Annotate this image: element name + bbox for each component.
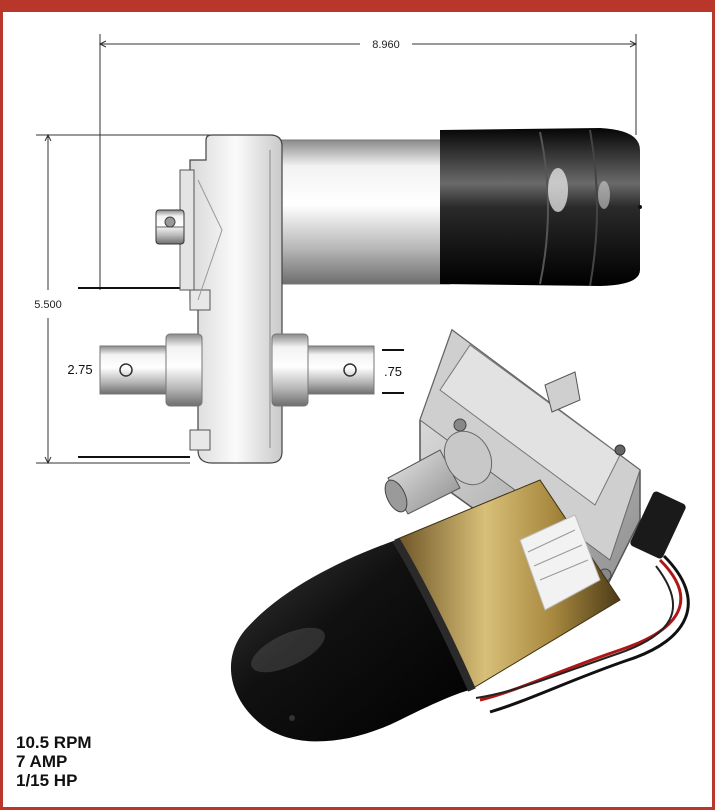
spec-hp: 1/15 HP bbox=[16, 771, 78, 790]
spec-rpm: 10.5 RPM bbox=[16, 733, 92, 752]
motor-specs: 10.5 RPM 7 AMP 1/15 HP bbox=[16, 733, 92, 790]
motor-product-photo bbox=[230, 328, 690, 742]
spec-amp: 7 AMP bbox=[16, 752, 68, 771]
height-dimension bbox=[36, 133, 210, 465]
shaft-offset-label: 2.75 bbox=[67, 362, 92, 377]
width-dimension bbox=[98, 34, 638, 290]
motor-side-view bbox=[99, 128, 642, 464]
height-dimension-label: 5.500 bbox=[34, 299, 62, 311]
shaft-offset-marks bbox=[78, 287, 190, 458]
width-dimension-label: 8.960 bbox=[372, 39, 400, 51]
shaft-diameter-marks bbox=[382, 349, 404, 394]
shaft-diameter-label: .75 bbox=[384, 364, 402, 379]
